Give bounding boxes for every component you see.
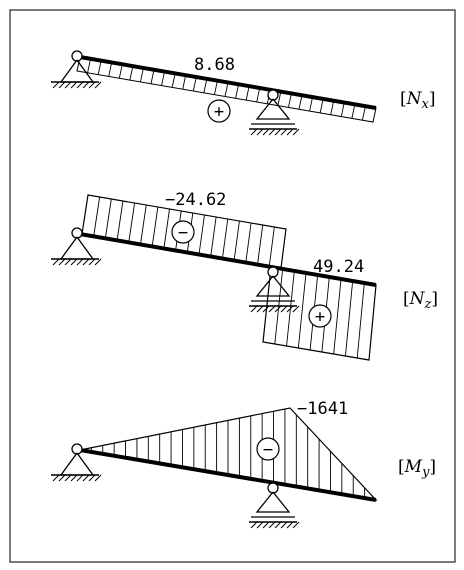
nx-label: [Nx]	[400, 89, 436, 112]
hatch-line	[87, 58, 92, 73]
hatch-line	[203, 78, 208, 93]
my-beam	[79, 448, 377, 502]
hatch-line	[104, 198, 112, 239]
hatch-line	[192, 76, 197, 92]
hatch-line	[116, 200, 124, 241]
hatch-line	[245, 222, 252, 263]
my-roller-support	[249, 483, 299, 528]
hatch-line	[268, 226, 275, 267]
nz-sign-right: +	[315, 307, 325, 327]
my-value-label: −1641	[297, 399, 348, 419]
nx-beam	[79, 55, 377, 110]
nx-roller-support	[249, 90, 299, 135]
my-hatching	[90, 409, 366, 499]
hatch-line	[356, 282, 365, 359]
hatch-line	[344, 280, 354, 357]
hatch-line	[333, 278, 342, 355]
nz-value-left: −24.62	[165, 190, 226, 210]
nx-sign-circle	[207, 99, 231, 123]
nx-pin-support	[51, 51, 101, 88]
diagram-nz: −24.62 49.24 − + [Nz]	[51, 190, 438, 361]
hatch-line	[309, 96, 314, 112]
hatch-line	[222, 218, 229, 259]
hatch-line	[150, 69, 155, 84]
nz-roller-support	[249, 267, 299, 312]
nx-value-label: 8.68	[194, 55, 235, 75]
diagram-my: −1641 − [My]	[51, 399, 436, 528]
hatch-line	[287, 93, 292, 108]
hatch-line	[171, 73, 176, 88]
hatch-line	[213, 80, 218, 95]
hatch-line	[340, 102, 345, 117]
nz-sign-left-circle	[171, 220, 195, 244]
hatch-line	[256, 87, 261, 103]
nz-label: [Nz]	[403, 289, 438, 312]
hatch-line	[97, 60, 102, 75]
hatch-line	[277, 91, 282, 106]
my-pin-support	[51, 444, 101, 481]
hatch-line	[128, 202, 136, 243]
hatch-line	[163, 208, 170, 249]
nx-sign: +	[214, 102, 224, 122]
diagram-nx: 8.68 + [Nx]	[51, 51, 436, 135]
hatch-line	[330, 100, 335, 115]
hatch-line	[298, 95, 303, 110]
hatch-line	[245, 86, 250, 101]
hatch-line	[235, 84, 240, 99]
hatch-line	[257, 224, 264, 265]
nz-beam	[79, 232, 377, 287]
hatch-line	[224, 82, 229, 97]
hatch-line	[161, 71, 166, 86]
hatch-line	[297, 272, 307, 349]
hatch-line	[210, 216, 217, 257]
hatch-line	[319, 98, 324, 113]
hatch-line	[351, 104, 356, 119]
hatch-line	[233, 220, 240, 261]
nz-sign-right-circle	[308, 304, 332, 328]
hatch-line	[139, 67, 144, 83]
hatch-line	[108, 62, 113, 77]
nx-hatching	[87, 58, 366, 121]
hatch-line	[118, 64, 123, 79]
hatch-line	[182, 75, 187, 90]
my-sign-circle	[256, 437, 280, 461]
hatch-line	[129, 66, 134, 81]
hatch-line	[151, 206, 159, 247]
hatch-line	[93, 196, 101, 237]
outer-frame	[9, 9, 456, 563]
my-label: [My]	[398, 457, 436, 480]
hatch-line	[198, 214, 205, 255]
my-sign: −	[263, 440, 273, 460]
nz-hatching-left	[93, 196, 275, 267]
nz-sign-left: −	[178, 223, 188, 243]
nz-value-right: 49.24	[313, 257, 364, 277]
hatch-line	[361, 106, 366, 121]
nz-pin-support	[51, 228, 101, 265]
hatch-line	[140, 204, 147, 245]
